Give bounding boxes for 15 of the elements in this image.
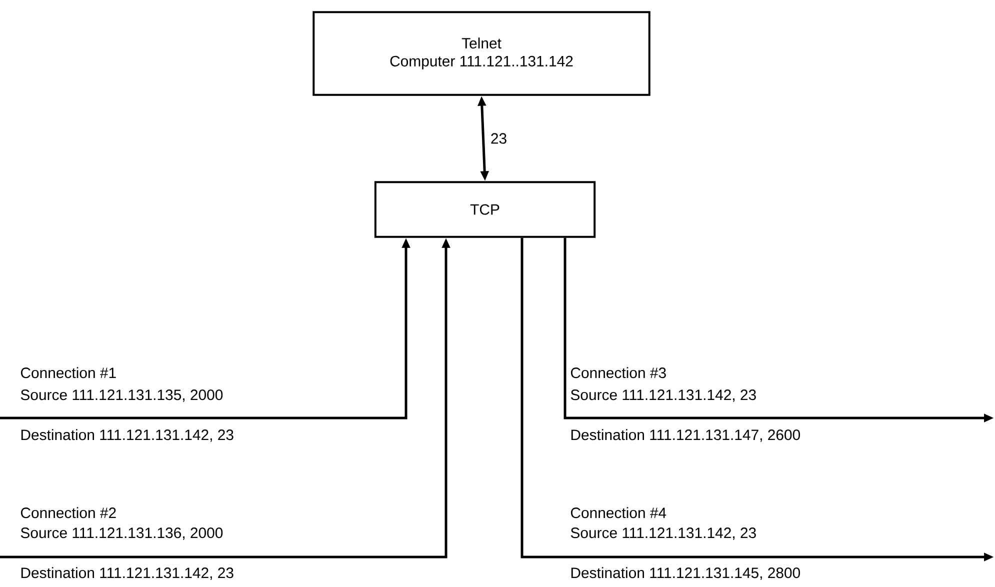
connection-label: Destination 111.121.131.147, 2600 [571,429,800,442]
connection-label: Source 111.121.131.135, 2000 [20,390,223,402]
connection-label: Connection #1 [20,367,116,378]
connection-label: Source 111.121.131.136, 2000 [20,528,223,540]
connection-label: Connection #2 [20,507,116,518]
connection-label: Source 111.121.131.142, 23 [570,390,756,402]
connection-label: Connection #3 [570,367,666,378]
connection-label: Destination 111.121.131.145, 2800 [571,567,800,580]
process-box: Telnet Computer 111.121..131.142 [312,11,650,96]
connection-label: Destination 111.121.131.142, 23 [21,567,234,580]
connection-label: Destination 111.121.131.142, 23 [21,429,234,442]
connection-label: Source 111.121.131.142, 23 [570,528,756,540]
process-box: TCP [374,181,596,238]
edge-label: 23 [489,132,508,145]
connection-label: Connection #4 [570,507,666,518]
